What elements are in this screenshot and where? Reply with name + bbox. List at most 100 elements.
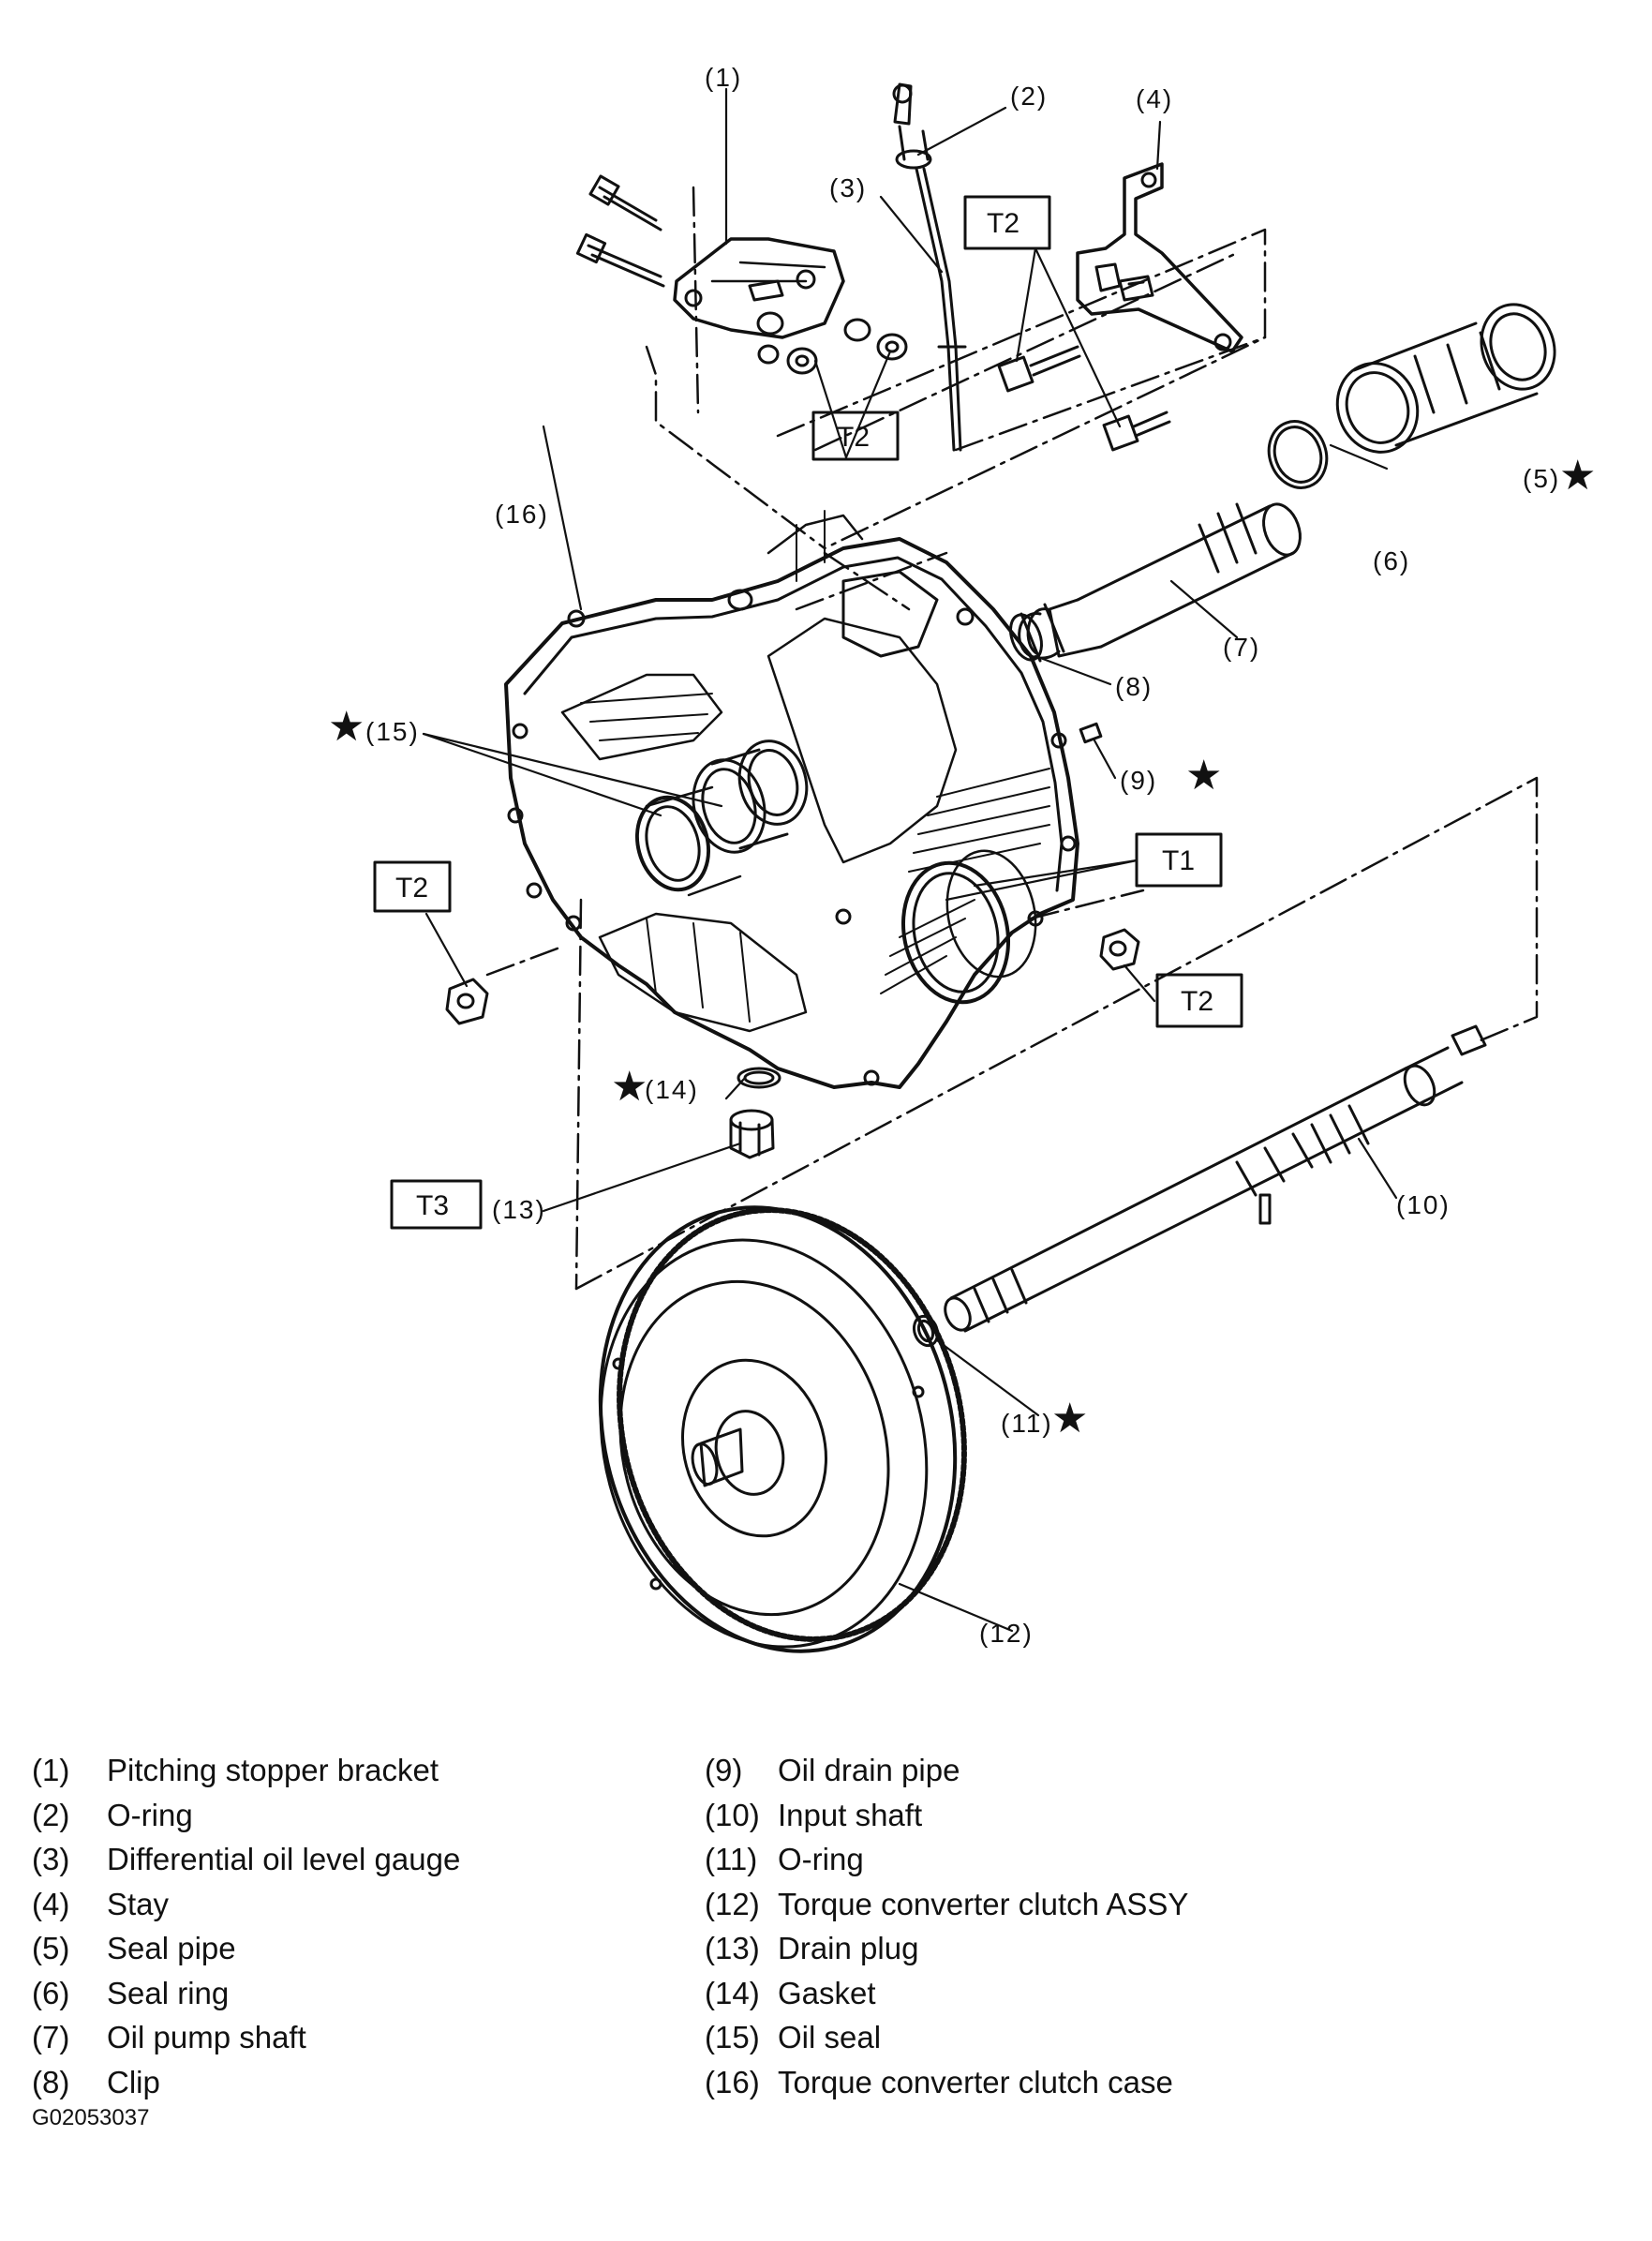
- legend-number: (3): [32, 1842, 70, 1876]
- legend-part-name: O-ring: [107, 1797, 193, 1832]
- legend-number: (4): [32, 1886, 70, 1921]
- torque-label-t3: T3: [416, 1190, 449, 1221]
- legend-part-name: Torque converter clutch ASSY: [778, 1886, 1189, 1921]
- torque-converter: [598, 1205, 967, 1653]
- legend-part-name: Seal ring: [107, 1975, 230, 2010]
- converter-bore: [900, 849, 1037, 1005]
- legend-item: (16) Torque converter clutch case: [705, 2060, 1188, 2105]
- legend-number: (14): [705, 1975, 760, 2010]
- legend-part-name: Oil seal: [778, 2020, 882, 2054]
- torque-label-t2-case-right: T2: [1181, 986, 1213, 1017]
- legend-part-name: Seal pipe: [107, 1931, 236, 1965]
- legend-item: (6) Seal ring: [32, 1971, 460, 2016]
- legend-number: (9): [705, 1753, 743, 1787]
- legend-item: (2) O-ring: [32, 1793, 460, 1838]
- legend-part-name: Differential oil level gauge: [107, 1842, 461, 1876]
- input-shaft: [944, 1024, 1487, 1333]
- callout-13: (13): [492, 1195, 546, 1224]
- legend-number: (6): [32, 1975, 70, 2010]
- legend-number: (11): [705, 1842, 758, 1876]
- callout-4: (4): [1136, 84, 1173, 113]
- legend-number: (1): [32, 1753, 70, 1787]
- legend-number: (2): [32, 1797, 70, 1832]
- callout-15: (15): [365, 717, 420, 746]
- legend-item: (11) O-ring: [705, 1837, 1188, 1882]
- figure-id: G02053037: [32, 2105, 150, 2130]
- torque-boxes: [373, 195, 1243, 1230]
- legend-part-name: Input shaft: [778, 1797, 923, 1832]
- seal-ring: [1267, 420, 1329, 489]
- legend-item: (4) Stay: [32, 1882, 460, 1927]
- callout-16: (16): [495, 500, 549, 529]
- exploded-view-diagram: (1) (2) (3) (4) (5) (6) (7) (8) (9) (10)…: [328, 63, 1596, 1653]
- drain-plug: [729, 1109, 775, 1159]
- callout-1: (1): [705, 63, 742, 92]
- bracket-bolt: [575, 174, 665, 288]
- oil-level-gauge: [892, 82, 967, 452]
- legend-part-name: Gasket: [778, 1975, 876, 2010]
- callout-2: (2): [1010, 82, 1048, 111]
- callout-6: (6): [1373, 546, 1410, 575]
- star-15: ★: [328, 704, 365, 750]
- legend-item: (7) Oil pump shaft: [32, 2015, 460, 2060]
- callout-11: (11): [1001, 1409, 1053, 1438]
- leader-lines: [422, 87, 1398, 1633]
- legend-item: (15) Oil seal: [705, 2015, 1188, 2060]
- legend-item: (12) Torque converter clutch ASSY: [705, 1882, 1188, 1927]
- parts-legend-left: (1) Pitching stopper bracket (2) O-ring (3…: [32, 1748, 460, 2104]
- callout-5: (5): [1523, 464, 1560, 493]
- legend-item: (10) Input shaft: [705, 1793, 1188, 1838]
- legend-part-name: Pitching stopper bracket: [107, 1753, 439, 1787]
- legend-item: (1) Pitching stopper bracket: [32, 1748, 460, 1793]
- torque-label-t2-stay: T2: [987, 208, 1019, 239]
- legend-number: (7): [32, 2020, 70, 2054]
- legend-item: (13) Drain plug: [705, 1926, 1188, 1971]
- star-11: ★: [1051, 1396, 1088, 1442]
- legend-number: (12): [705, 1886, 760, 1921]
- legend-number: (15): [705, 2020, 760, 2054]
- callout-12: (12): [979, 1619, 1034, 1648]
- legend-item: (8) Clip: [32, 2060, 460, 2105]
- callout-8: (8): [1115, 672, 1153, 701]
- legend-part-name: Torque converter clutch case: [778, 2064, 1173, 2099]
- legend-number: (16): [705, 2064, 760, 2099]
- legend-item: (3) Differential oil level gauge: [32, 1837, 460, 1882]
- callout-7: (7): [1223, 633, 1260, 662]
- legend-number: (13): [705, 1931, 760, 1965]
- stay-bracket: [1076, 162, 1243, 353]
- legend-item: (9) Oil drain pipe: [705, 1748, 1188, 1793]
- legend-part-name: Oil drain pipe: [778, 1753, 960, 1787]
- torque-converter-clutch-case: [504, 510, 1079, 1089]
- star-9: ★: [1185, 753, 1222, 799]
- parts-legend-right: (9) Oil drain pipe (10) Input shaft (11) O-…: [705, 1748, 1188, 2104]
- oil-drain-pipe: [1079, 722, 1103, 744]
- oil-seal: [634, 785, 742, 897]
- star-14: ★: [611, 1064, 647, 1110]
- legend-part-name: Stay: [107, 1886, 170, 1921]
- legend-number: (8): [32, 2064, 70, 2099]
- legend-part-name: Oil pump shaft: [107, 2020, 306, 2054]
- callout-3: (3): [829, 173, 867, 202]
- legend-part-name: Clip: [107, 2064, 160, 2099]
- legend-number: (10): [705, 1797, 760, 1832]
- legend-number: (5): [32, 1931, 70, 1965]
- case-boss: [692, 740, 809, 854]
- assembly-lines: [485, 186, 1539, 1291]
- bracket-washers-nuts: [756, 311, 908, 375]
- pitching-stopper-bracket: [673, 237, 845, 339]
- seal-pipe: [1335, 303, 1556, 454]
- torque-label-t2-bracket: T2: [837, 422, 870, 453]
- legend-item: (14) Gasket: [705, 1971, 1188, 2016]
- callout-14: (14): [645, 1075, 699, 1104]
- oil-pump-shaft: [1009, 502, 1302, 663]
- torque-label-t2-case-left: T2: [395, 873, 428, 904]
- callout-10: (10): [1396, 1190, 1451, 1219]
- case-nut: [445, 928, 1140, 1025]
- star-5: ★: [1559, 453, 1596, 499]
- callout-9: (9): [1120, 766, 1157, 795]
- torque-label-t1: T1: [1162, 845, 1195, 876]
- legend-part-name: Drain plug: [778, 1931, 919, 1965]
- legend-part-name: O-ring: [778, 1842, 864, 1876]
- legend-item: (5) Seal pipe: [32, 1926, 460, 1971]
- stay-bolt: [997, 345, 1171, 452]
